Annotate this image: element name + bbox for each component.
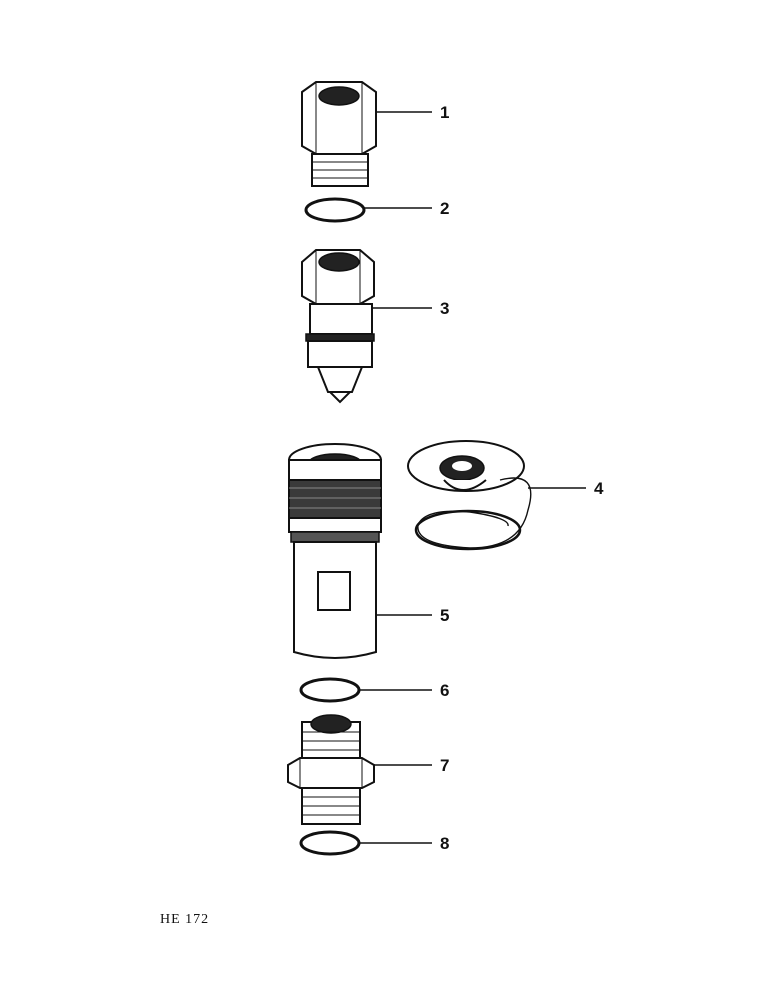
part-4-dust-cap bbox=[407, 440, 532, 551]
part-6-o-ring bbox=[299, 677, 361, 703]
part-7-nipple-adapter bbox=[287, 714, 375, 825]
part-8-o-ring bbox=[299, 830, 361, 856]
callout-7: 7 bbox=[440, 756, 449, 775]
callout-3: 3 bbox=[440, 299, 449, 318]
part-2-o-ring bbox=[304, 197, 366, 223]
callout-5: 5 bbox=[440, 606, 449, 625]
callout-6: 6 bbox=[440, 681, 449, 700]
part-5-coupler-body bbox=[288, 443, 382, 659]
part-1-hex-adapter bbox=[301, 81, 377, 187]
part-3-coupling-tip bbox=[301, 249, 375, 404]
leader-lines bbox=[360, 111, 586, 844]
callout-4: 4 bbox=[594, 479, 604, 498]
callout-1: 1 bbox=[440, 103, 449, 122]
callout-2: 2 bbox=[440, 199, 449, 218]
callout-8: 8 bbox=[440, 834, 449, 853]
figure-code: HE 172 bbox=[160, 912, 210, 927]
